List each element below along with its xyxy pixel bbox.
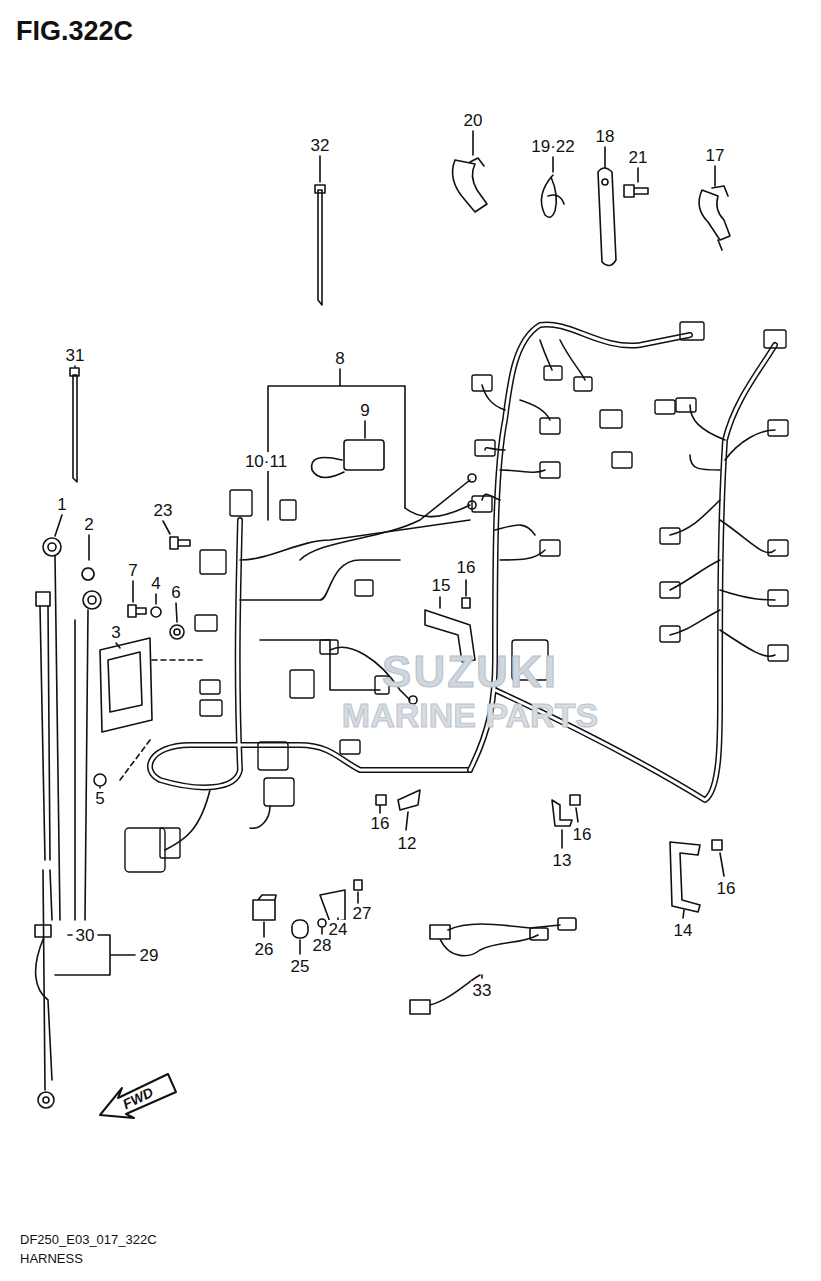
callout-number: 19·22 (529, 137, 576, 156)
figure-title: FIG.322C (16, 18, 133, 45)
callout-number: 8 (333, 349, 346, 368)
callout-number: 13 (551, 851, 574, 870)
callout-number: 17 (704, 146, 727, 165)
callout-number: 18 (594, 127, 617, 146)
callout-number: 16 (571, 825, 594, 844)
callout-number: 29 (138, 946, 161, 965)
callout-number: 32 (309, 136, 332, 155)
callout-number: 7 (126, 561, 139, 580)
callout-number: 5 (93, 789, 106, 808)
callout-number: 23 (152, 501, 175, 520)
callout-number: 31 (64, 346, 87, 365)
callout-number: 27 (351, 904, 374, 923)
callout-number: 16 (455, 558, 478, 577)
callout-number: 25 (289, 957, 312, 976)
callout-number: 16 (369, 814, 392, 833)
callout-number: 2 (82, 515, 95, 534)
callout-number: 3 (109, 623, 122, 642)
callout-number: 20 (462, 111, 485, 130)
callout-number: 6 (169, 583, 182, 602)
callout-number: 16 (715, 879, 738, 898)
callout-number: 28 (311, 936, 334, 955)
callout-number: 30 (74, 926, 97, 945)
callout-number: 15 (430, 576, 453, 595)
callout-number: 14 (672, 921, 695, 940)
callout-number: 10·11 (243, 452, 289, 471)
watermark: MARINE PARTS (342, 698, 598, 732)
callout-number: 21 (627, 148, 650, 167)
callout-number: 12 (396, 834, 419, 853)
direction-label: FWD (121, 1085, 156, 1112)
callout-number: 1 (55, 495, 68, 514)
callout-number: 26 (253, 940, 276, 959)
figure-caption: HARNESS (20, 1252, 83, 1265)
drawing-code: DF250_E03_017_322C (20, 1233, 157, 1246)
callout-number: 4 (149, 574, 162, 593)
callout-number: 33 (471, 981, 494, 1000)
watermark: SUZUKI (382, 650, 558, 694)
callout-number: 9 (358, 401, 371, 420)
